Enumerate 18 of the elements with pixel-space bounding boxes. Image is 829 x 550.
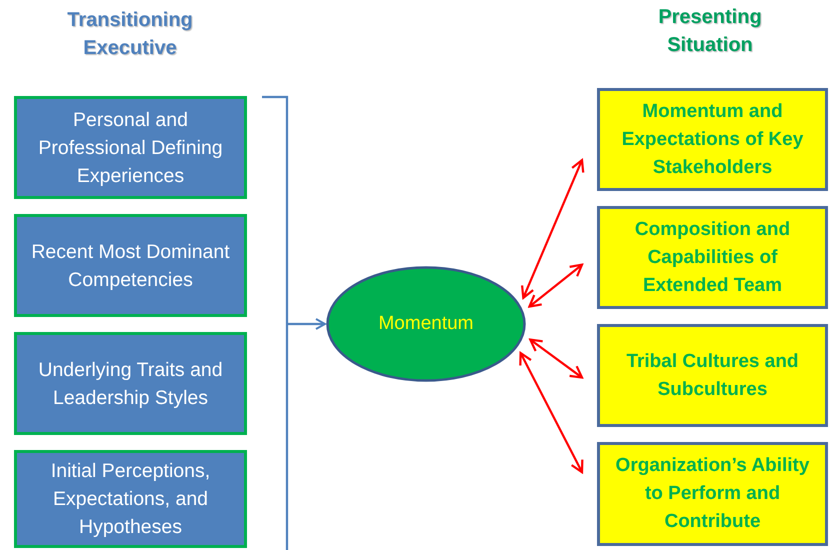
node-label: Momentum <box>378 313 474 335</box>
situation-box: Organization’s Ability to Perform and Contribute <box>597 442 828 546</box>
factor-box: Personal and Professional Defining Experiences <box>14 96 247 199</box>
column-heading: Presenting Situation <box>657 5 763 58</box>
factor-box: Underlying Traits and Leadership Styles <box>14 332 247 435</box>
bracket <box>261 96 289 550</box>
factor-box: Initial Perceptions, Expectations, and Hypotheses <box>14 450 247 548</box>
double-arrow <box>521 159 584 299</box>
double-arrow <box>528 264 584 308</box>
situation-box: Tribal Cultures and Subcultures <box>597 324 828 427</box>
situation-box: Composition and Capabilities of Extended Team <box>597 206 828 309</box>
factor-box: Recent Most Dominant Competencies <box>14 214 247 317</box>
column-heading: Transitioning Executive <box>66 8 194 61</box>
momentum-ellipse <box>326 266 526 382</box>
arrow <box>288 318 326 330</box>
situation-box: Momentum and Expectations of Key Stakeholders <box>597 88 828 191</box>
double-arrow <box>519 352 584 474</box>
double-arrow <box>529 338 584 379</box>
